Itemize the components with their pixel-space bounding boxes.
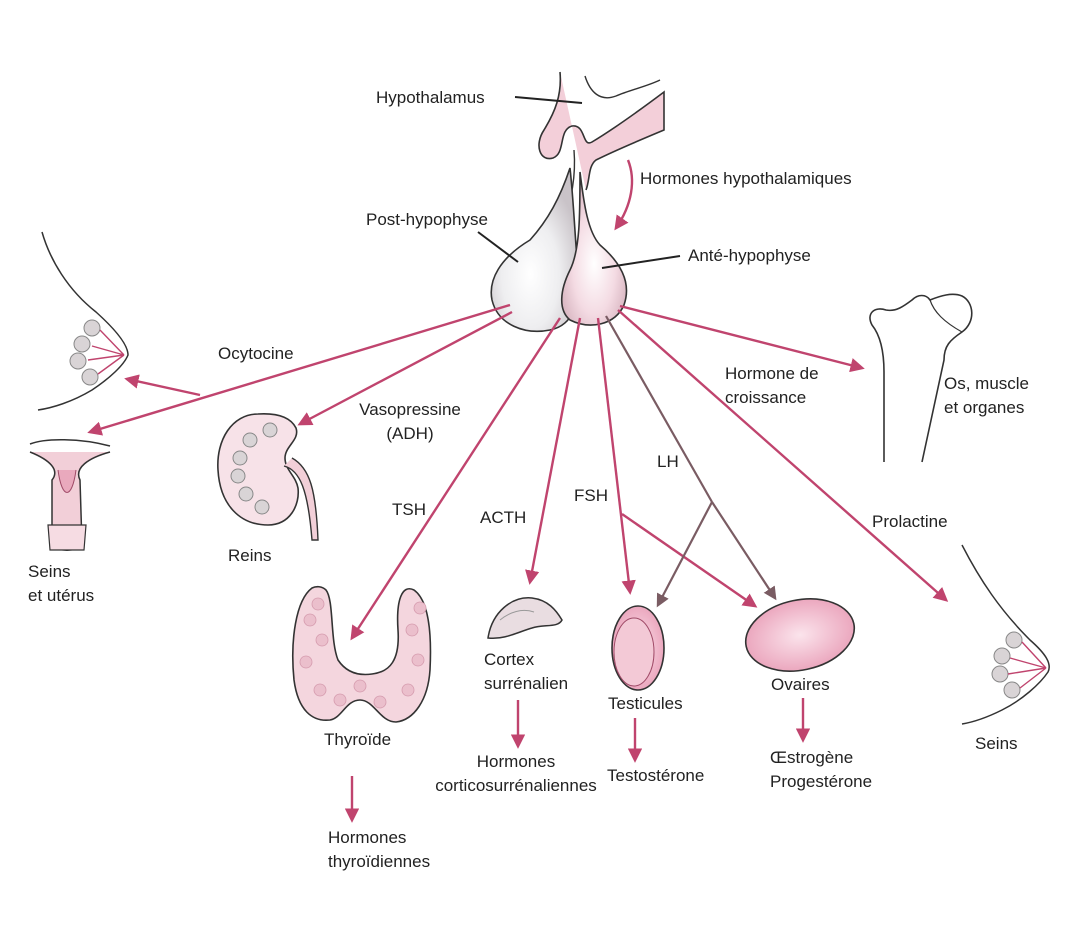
adrenal-cortex-label: Cortex surrénalien xyxy=(484,650,569,693)
prolactine-arrow xyxy=(617,309,949,602)
breasts-label: Seins xyxy=(975,734,1018,753)
lh-label: LH xyxy=(657,452,679,471)
hormone-arrows xyxy=(87,303,949,823)
ante-hypophyse-leader xyxy=(601,255,681,269)
hypothalamic-hormones-arrow xyxy=(614,159,634,231)
ovaries-label: Ovaires xyxy=(771,675,830,694)
pituitary-icon xyxy=(490,71,665,332)
fsh-testis-arrow xyxy=(596,317,636,595)
post-hypophyse-leader xyxy=(477,231,519,263)
acth-arrow xyxy=(525,317,582,585)
breast-icon xyxy=(37,231,129,411)
lh-testis-arrow xyxy=(656,501,713,608)
ocytocine-uterus-arrow xyxy=(87,303,511,436)
hypothalamus-leader xyxy=(514,96,583,104)
thyroid-label: Thyroïde xyxy=(324,730,392,749)
hypothalamus-label: Hypothalamus xyxy=(376,88,485,107)
testis-icon xyxy=(611,605,665,691)
fsh-ovary-arrow xyxy=(621,513,758,608)
growth-hormone-label: Hormone de croissance xyxy=(725,364,819,407)
tsh-label: TSH xyxy=(392,500,426,519)
lh-stem xyxy=(605,315,713,503)
vasopressine-label: Vasopressine (ADH) xyxy=(359,400,461,443)
ovary-icon xyxy=(744,598,856,672)
ovarian-hormones-label: Œstrogène Progestérone xyxy=(770,748,873,791)
testosterone-label: Testostérone xyxy=(607,766,705,785)
prolactine-label: Prolactine xyxy=(872,512,948,531)
lh-ovary-arrow xyxy=(711,501,777,601)
kidneys-label: Reins xyxy=(228,546,272,565)
ocytocine-breast-arrow xyxy=(124,374,201,397)
tsh-arrow xyxy=(350,317,562,641)
adrenal-cortex-icon xyxy=(487,597,563,640)
breast-icon xyxy=(961,544,1050,725)
hypothalamic-hormones-label: Hormones hypothalamiques xyxy=(640,169,852,188)
testes-label: Testicules xyxy=(608,694,683,713)
post-hypophyse-label: Post-hypophyse xyxy=(366,210,488,229)
kidney-icon xyxy=(217,413,319,541)
bone-icon xyxy=(869,293,973,463)
thyroid-icon xyxy=(292,585,432,723)
growth-hormone-arrow xyxy=(619,304,865,373)
acth-label: ACTH xyxy=(480,508,527,527)
ante-hypophyse-label: Anté-hypophyse xyxy=(688,246,811,265)
breasts-uterus-label: Seins et utérus xyxy=(28,562,95,605)
cortico-hormones-label: Hormones corticosurrénaliennes xyxy=(435,752,597,795)
fsh-label: FSH xyxy=(574,486,608,505)
thyroid-hormones-label: Hormones thyroïdiennes xyxy=(328,828,431,871)
vasopressine-arrow xyxy=(297,310,513,426)
uterus-icon xyxy=(29,439,111,551)
bone-target-label: Os, muscle et organes xyxy=(944,374,1030,417)
ocytocine-label: Ocytocine xyxy=(218,344,294,363)
